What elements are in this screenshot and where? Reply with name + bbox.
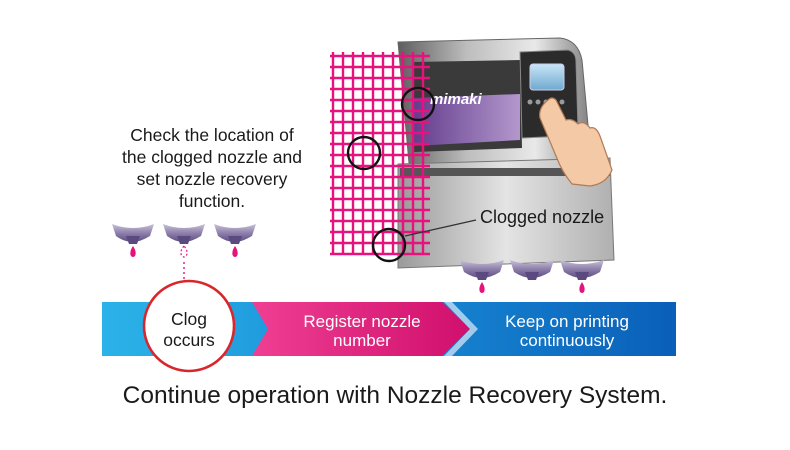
step-clog-line: occurs: [163, 330, 215, 350]
clog-marker-middle: [346, 135, 382, 171]
instruction-line: the clogged nozzle and: [122, 147, 302, 167]
print-heads-left: [112, 224, 256, 282]
step-keep-line: Keep on printing: [505, 312, 629, 331]
flow-chevron: [444, 302, 478, 356]
clogged-nozzle-label: Clogged nozzle: [480, 207, 605, 227]
print-head: [163, 224, 205, 258]
print-heads-right: [460, 260, 604, 293]
ink-drop-icon: [479, 282, 485, 293]
hand-pressing-icon: [539, 97, 613, 187]
clog-markers: [346, 86, 436, 263]
control-panel-screen: [529, 63, 565, 91]
print-sample-grid: [330, 52, 430, 256]
step-clog-line: Clog: [171, 309, 207, 329]
clogged-nozzle-leader: [404, 219, 477, 237]
step-keep-printing: Keep on printing continuously: [462, 312, 672, 350]
instruction-text: Check the location of the clogged nozzle…: [96, 124, 328, 212]
print-head: [214, 224, 256, 257]
step-clog-occurs: Clog occurs: [136, 309, 242, 351]
ink-drop-icon: [130, 246, 136, 257]
print-head: [510, 260, 554, 280]
printer-illustration: mimaki: [397, 37, 615, 269]
instruction-line: set nozzle recovery: [136, 169, 288, 189]
ink-drop-icon: [579, 282, 585, 293]
step-register-line: Register nozzle: [303, 312, 421, 331]
printer-slot: [400, 168, 610, 176]
print-head: [112, 224, 154, 257]
ink-drop-icon: [232, 246, 238, 257]
instruction-line: Check the location of: [130, 125, 294, 145]
step-keep-line: continuously: [519, 331, 615, 350]
step-register-line: number: [333, 331, 391, 350]
print-head: [560, 260, 604, 293]
caption: Continue operation with Nozzle Recovery …: [122, 382, 668, 409]
clog-marker-top: [400, 86, 436, 122]
printer-lower-body: [397, 157, 615, 269]
instruction-line: function.: [178, 191, 246, 211]
flow-arrow-register: [252, 302, 470, 356]
print-head: [460, 260, 504, 293]
printer-purple-stripe: [414, 94, 520, 146]
printer-logo: mimaki: [430, 91, 483, 108]
step-register-nozzle: Register nozzle number: [272, 312, 452, 350]
clog-occurs-circle: [142, 279, 236, 373]
clog-marker-bottom: [371, 227, 407, 263]
clogged-drop-icon: [180, 245, 188, 258]
